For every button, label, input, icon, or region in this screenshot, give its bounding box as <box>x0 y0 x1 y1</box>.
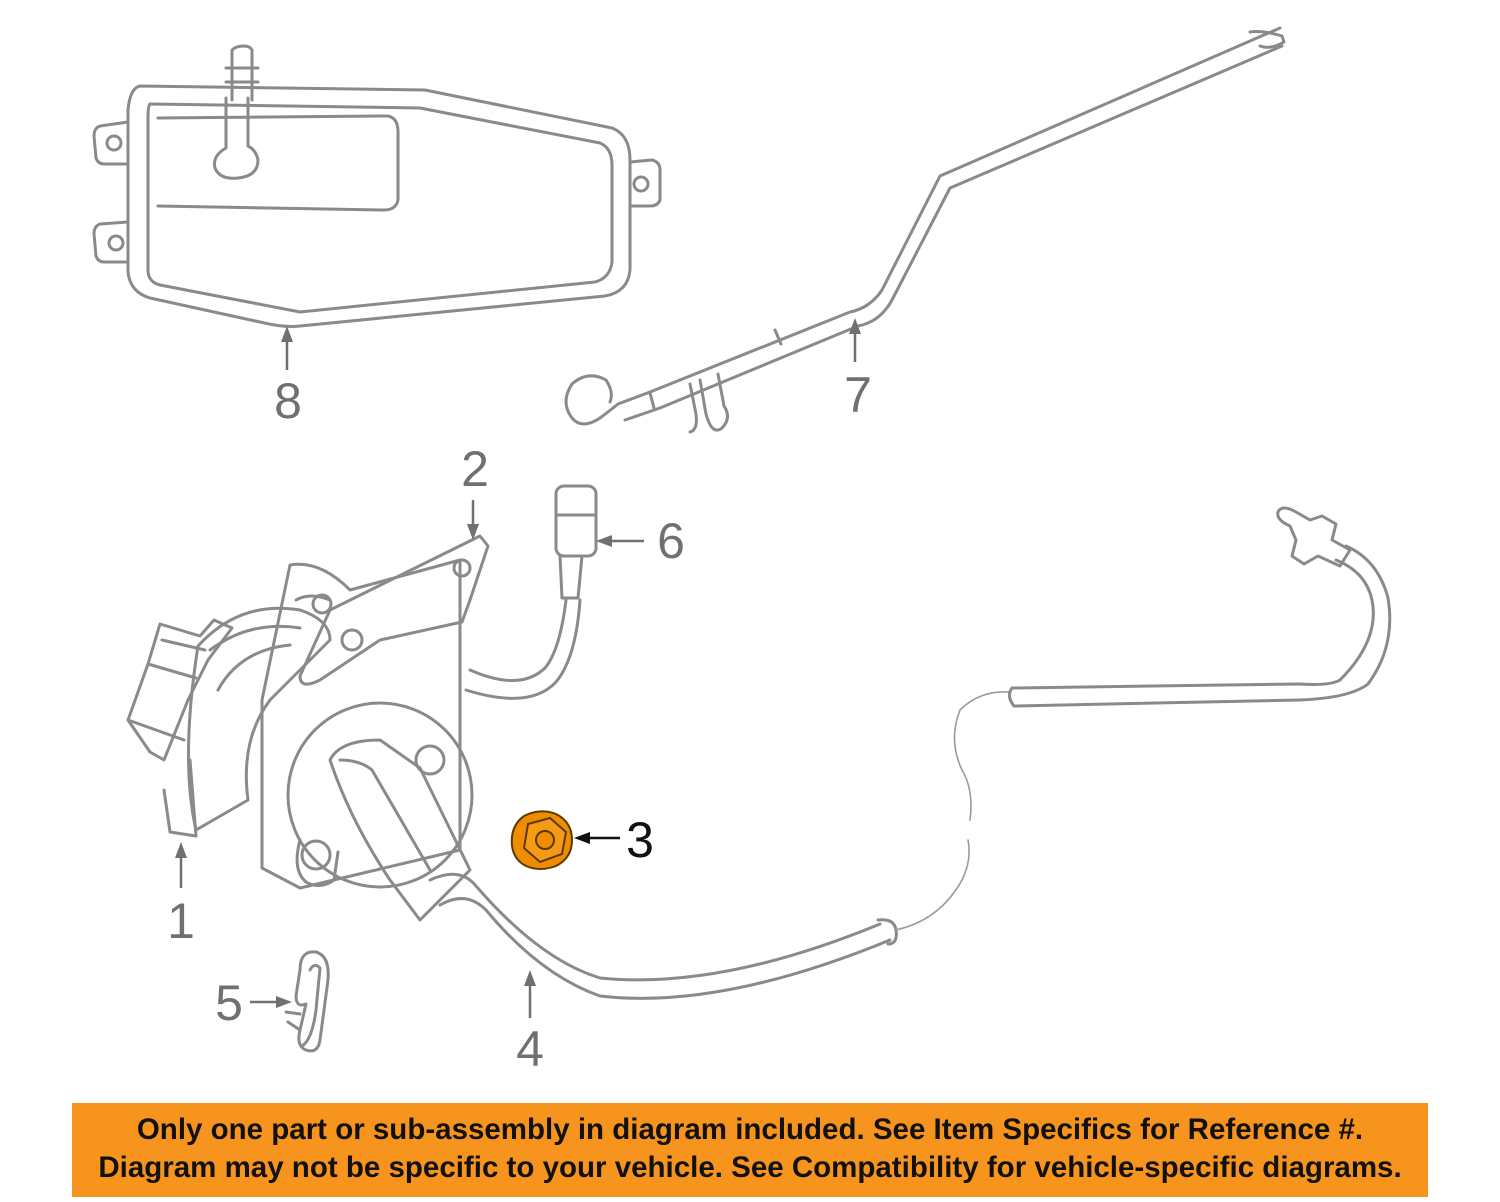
callout-8: 8 <box>274 373 302 429</box>
disclaimer-line-1: Only one part or sub-assembly in diagram… <box>136 1113 1364 1146</box>
leader-arrows <box>175 318 861 1018</box>
callout-4: 4 <box>516 1021 544 1077</box>
disclaimer-banner: Only one part or sub-assembly in diagram… <box>72 1103 1428 1197</box>
callout-3: 3 <box>626 812 654 868</box>
wire-connector <box>464 484 598 700</box>
washer-reservoir <box>92 44 662 328</box>
callout-7: 7 <box>844 367 872 423</box>
washer-hose-assembly <box>564 26 1286 434</box>
callout-5: 5 <box>215 975 243 1031</box>
callout-labels: 8 7 2 6 3 1 5 4 <box>167 367 872 1077</box>
washer-hose <box>428 506 1392 1000</box>
washer-pump-assembly <box>126 534 490 922</box>
hose-clip <box>284 950 330 1053</box>
disclaimer-line-2: Diagram may not be specific to your vehi… <box>98 1151 1402 1184</box>
highlighted-nut-part-3 <box>510 810 574 870</box>
callout-1: 1 <box>167 893 195 949</box>
callout-6: 6 <box>657 513 685 569</box>
callout-2: 2 <box>461 441 489 497</box>
